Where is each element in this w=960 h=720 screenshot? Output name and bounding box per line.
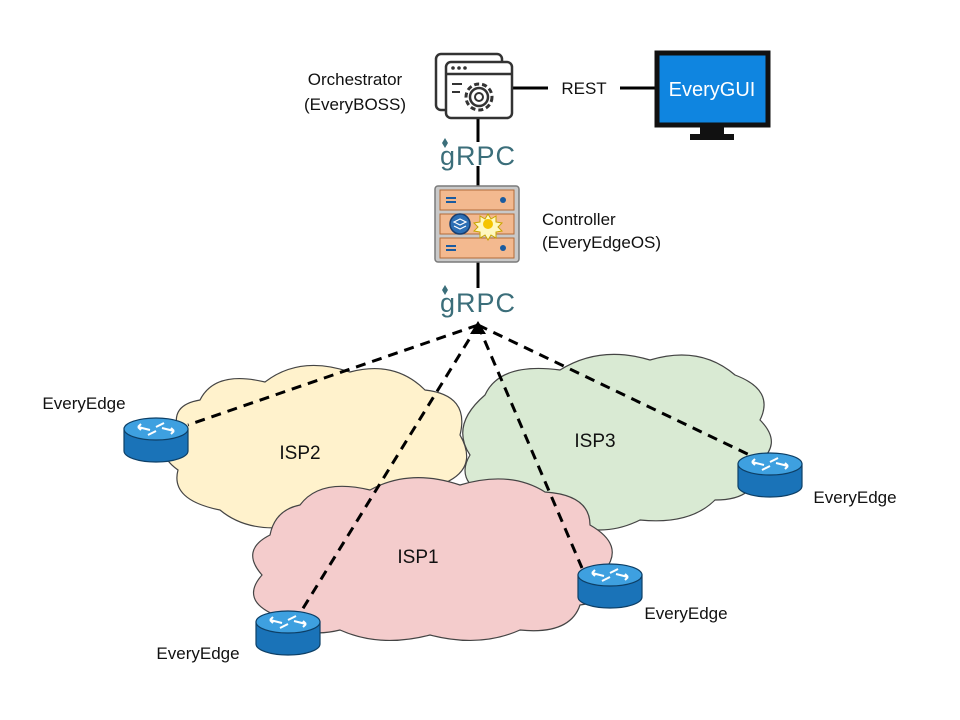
grpc-logo-bottom: gRPC [440,285,516,318]
controller-label: Controller [542,210,616,229]
edge-left-label: EveryEdge [42,394,125,413]
isp3-label: ISP3 [574,431,615,452]
rest-label: REST [561,79,606,98]
link-edge-left [187,323,479,427]
grpc-top-label: gRPC [440,141,516,171]
solid-links [476,86,657,288]
monitor-icon [654,50,771,140]
orchestrator-sublabel: (EveryBOSS) [304,95,406,114]
router-icon [255,610,321,656]
layers-icon [449,213,471,235]
router-icon [737,452,803,498]
arrowhead [470,321,486,334]
isp1-cloud [252,477,613,642]
dashed-links [187,323,761,611]
edge-bottom-right-label: EveryEdge [644,604,727,623]
router-icon [577,563,643,609]
grpc-logo-top: gRPC [440,138,516,171]
gui-label: EveryGUI [669,79,756,101]
grpc-spark-icon [442,285,448,295]
edge-bottom-left-label: EveryEdge [156,644,239,663]
controller-sublabel: (EveryEdgeOS) [542,233,661,252]
edge-right-label: EveryEdge [813,488,896,507]
isp2-label: ISP2 [279,443,320,464]
grpc-bottom-label: gRPC [440,288,516,318]
isp1-label: ISP1 [397,547,438,568]
router-icon [123,417,189,463]
window-gear-icon [434,52,514,120]
link-edge-bottom-left [300,324,480,611]
link-edge-right [477,323,761,462]
grpc-spark-icon [442,138,448,148]
orchestrator-label: Orchestrator [308,70,403,89]
server-icon [434,185,520,263]
